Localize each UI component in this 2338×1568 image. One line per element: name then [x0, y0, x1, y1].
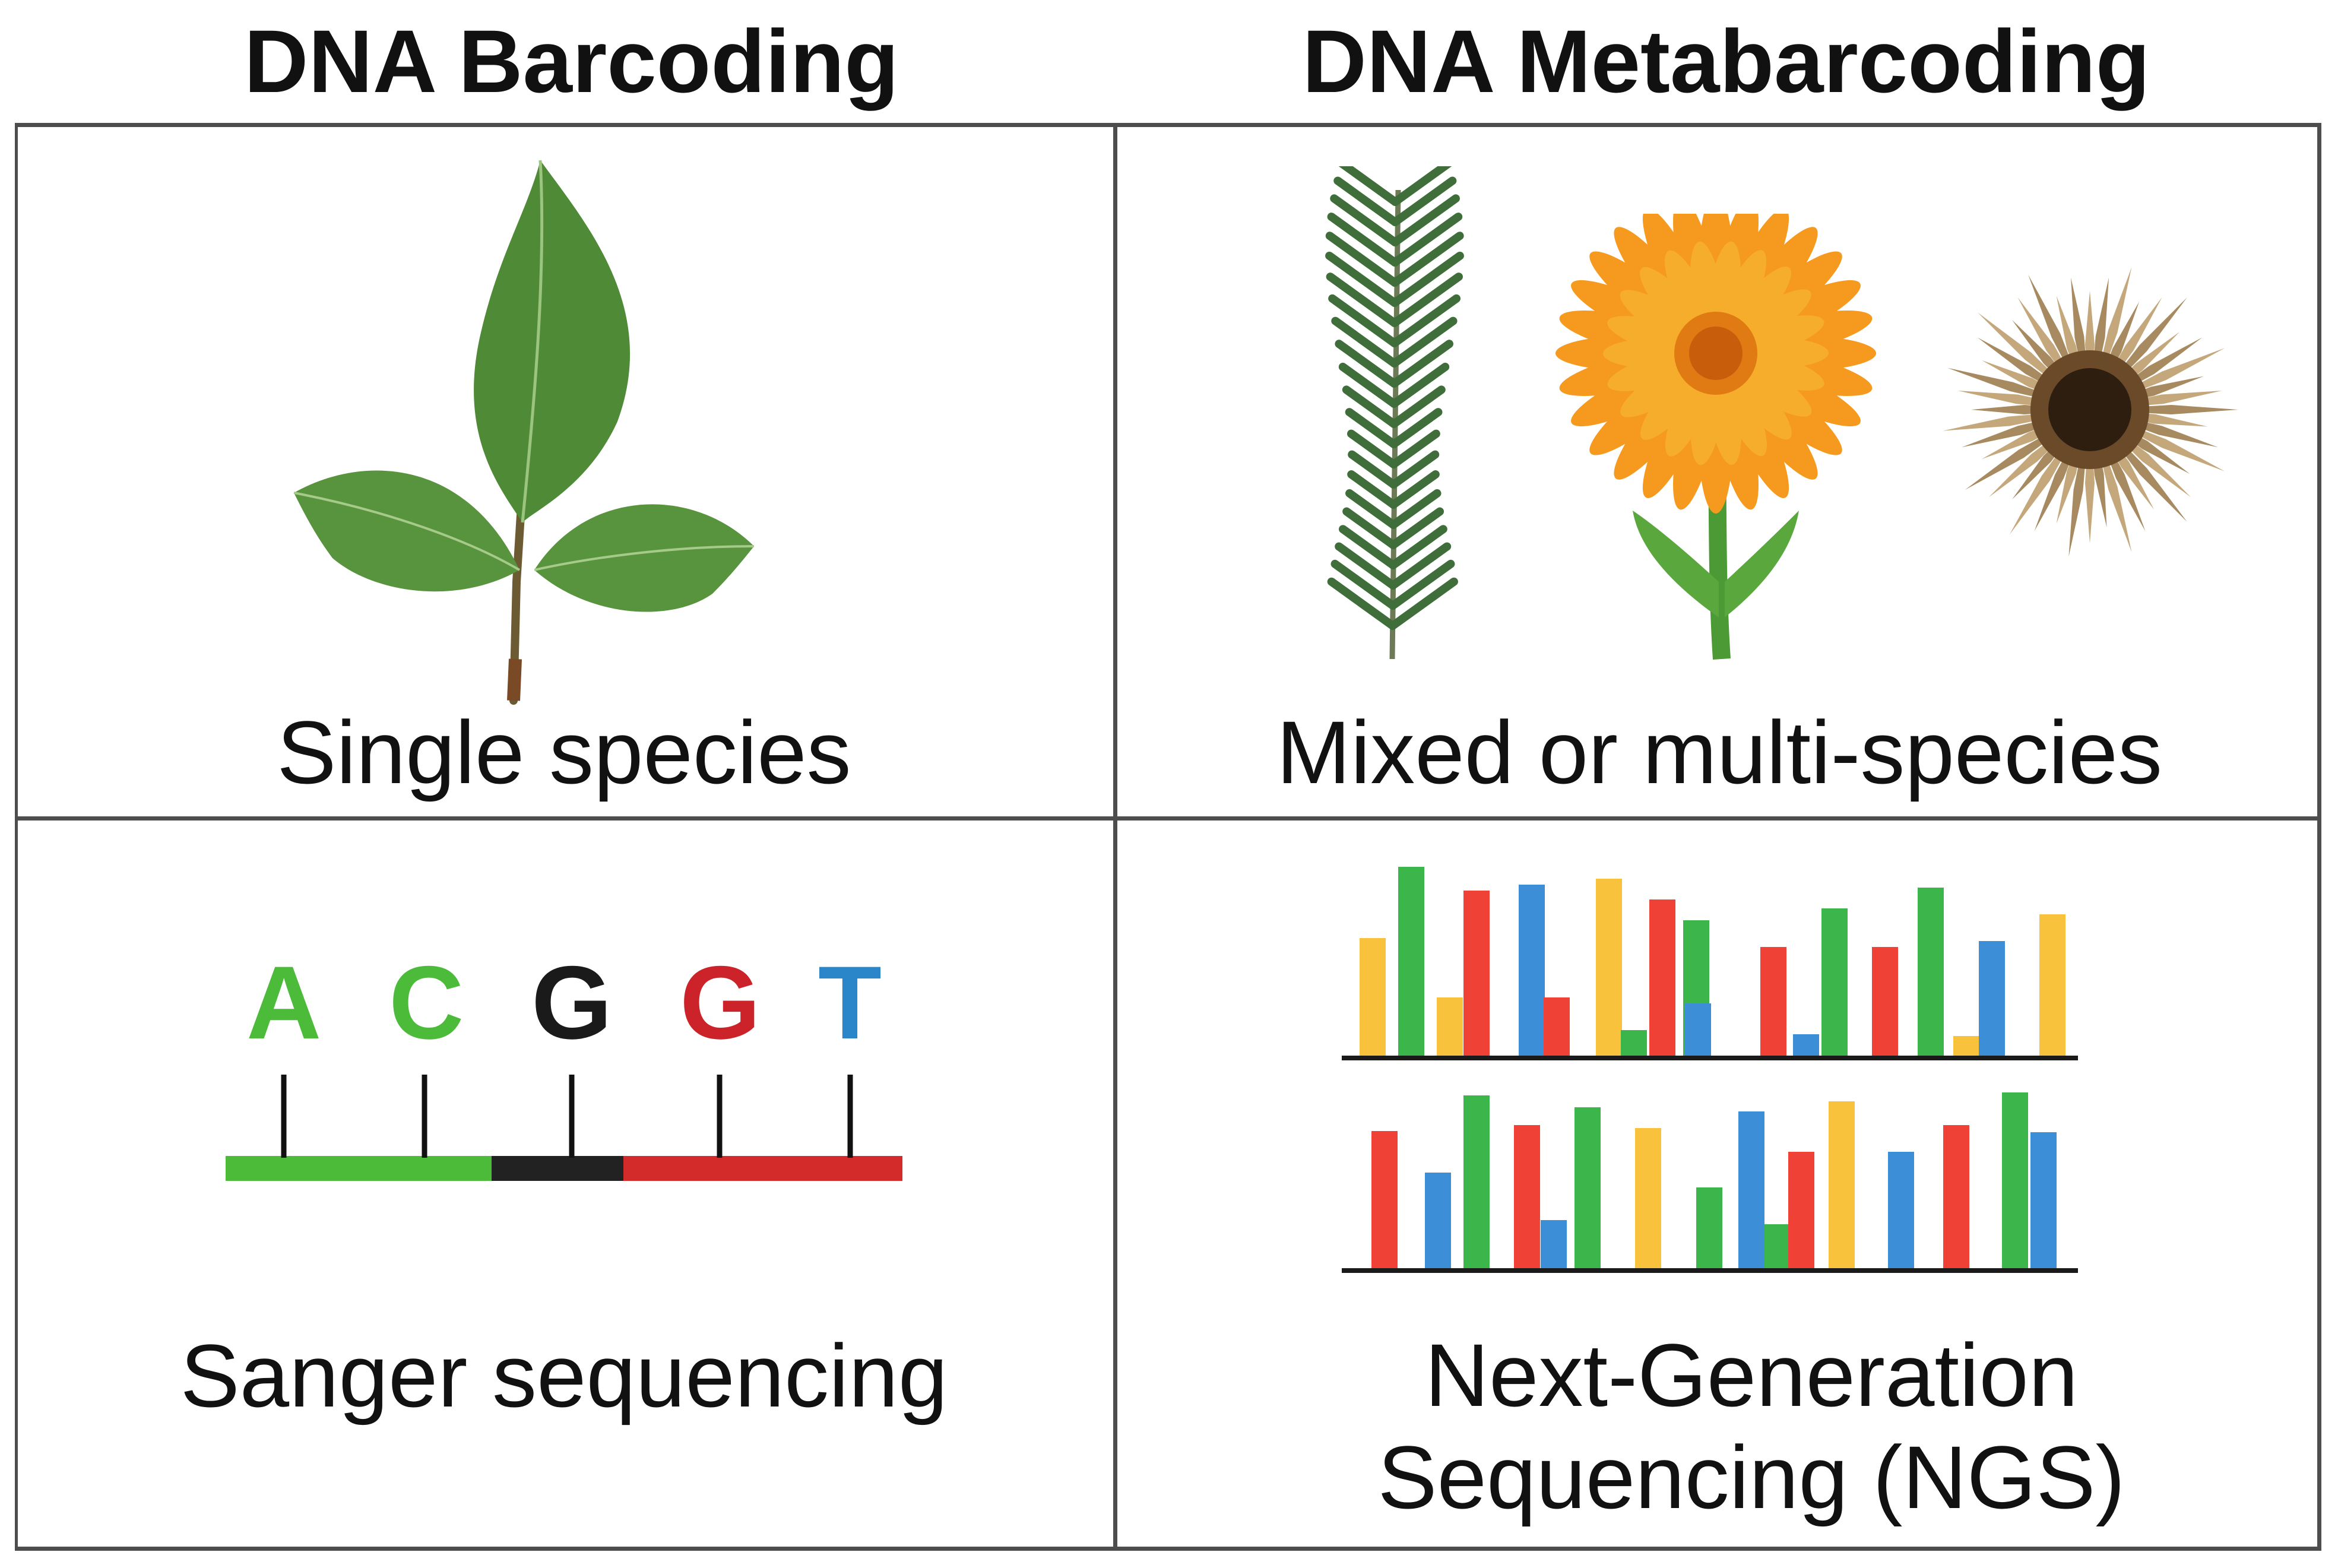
ngs-read-bar — [1872, 947, 1898, 1057]
ngs-read-bar — [1371, 1131, 1398, 1271]
ngs-read-bar — [1514, 1125, 1540, 1271]
ngs-read-bar — [1953, 1036, 1979, 1057]
ngs-read-bar — [1519, 885, 1545, 1057]
base-tick-marks — [281, 1075, 853, 1158]
dried-flower-head-illustration — [1943, 267, 2238, 557]
ngs-read-bar — [1943, 1125, 1969, 1271]
sanger-trace-illustration — [226, 1075, 902, 1181]
ngs-read-bar — [1685, 1003, 1711, 1057]
ngs-read-bar — [1738, 1111, 1764, 1271]
ngs-read-bar — [1918, 888, 1944, 1057]
ngs-read-bar — [1764, 1224, 1791, 1271]
ngs-read-bar — [1574, 1107, 1601, 1271]
ngs-read-bar — [1888, 1152, 1914, 1271]
ngs-read-bar — [1979, 941, 2005, 1057]
single-species-label: Single species — [277, 702, 851, 802]
ngs-read-bar — [1360, 938, 1386, 1057]
ngs-read-bar — [1398, 867, 1424, 1057]
ngs-read-bar — [2030, 1132, 2057, 1271]
ngs-read-bar — [1829, 1101, 1855, 1271]
ngs-label: Next-Generation Sequencing (NGS) — [1276, 1324, 2226, 1528]
leaf-illustration — [293, 160, 755, 705]
ngs-read-bar — [1425, 1173, 1451, 1271]
ngs-read-bar — [1463, 1095, 1490, 1271]
sanger-sequencing-label: Sanger sequencing — [180, 1326, 948, 1426]
ngs-baseline — [1342, 1268, 2078, 1273]
sequence-segment-black — [492, 1156, 623, 1181]
sanger-base-t-4: T — [818, 945, 882, 1061]
dna-metabarcoding-title: DNA Metabarcoding — [1302, 11, 2150, 111]
ngs-read-bar — [1596, 879, 1622, 1057]
ngs-read-bar — [1621, 1030, 1647, 1057]
dna-barcoding-title: DNA Barcoding — [244, 11, 899, 111]
sequence-segment-red — [623, 1156, 902, 1181]
ngs-label-line2: Sequencing (NGS) — [1377, 1427, 2125, 1527]
ngs-read-bar — [2002, 1092, 2028, 1271]
comparison-grid — [15, 123, 2321, 1551]
ngs-read-bar — [1696, 1187, 1722, 1271]
ngs-label-line1: Next-Generation — [1424, 1325, 2079, 1425]
ngs-baseline — [1342, 1056, 2078, 1060]
ngs-read-bar — [1463, 891, 1490, 1057]
ngs-read-bar — [1788, 1152, 1814, 1271]
ngs-read-bar — [1541, 1220, 1567, 1271]
column-divider — [1113, 123, 1117, 1551]
calendula-flower-illustration — [1556, 214, 1876, 660]
sequence-segment-green — [226, 1156, 492, 1181]
row-divider — [15, 816, 2321, 821]
ngs-read-bar — [1793, 1034, 1819, 1057]
ngs-read-bar — [1760, 947, 1786, 1057]
ngs-read-bar — [1649, 899, 1675, 1057]
mixed-species-label: Mixed or multi-species — [1276, 702, 2163, 802]
ngs-read-bar — [1635, 1128, 1661, 1271]
sanger-base-g-3: G — [680, 945, 761, 1061]
ngs-read-bar — [1821, 908, 1848, 1057]
sanger-base-g-2: G — [531, 945, 613, 1061]
sanger-base-c-1: C — [389, 945, 464, 1061]
sanger-base-a-0: A — [246, 945, 322, 1061]
ngs-read-bar — [1437, 997, 1463, 1057]
ngs-read-bar — [1544, 997, 1570, 1057]
ngs-reads-illustration — [1342, 867, 2078, 1273]
rosemary-sprig-illustration — [1325, 166, 1464, 660]
ngs-read-bar — [2039, 914, 2065, 1057]
